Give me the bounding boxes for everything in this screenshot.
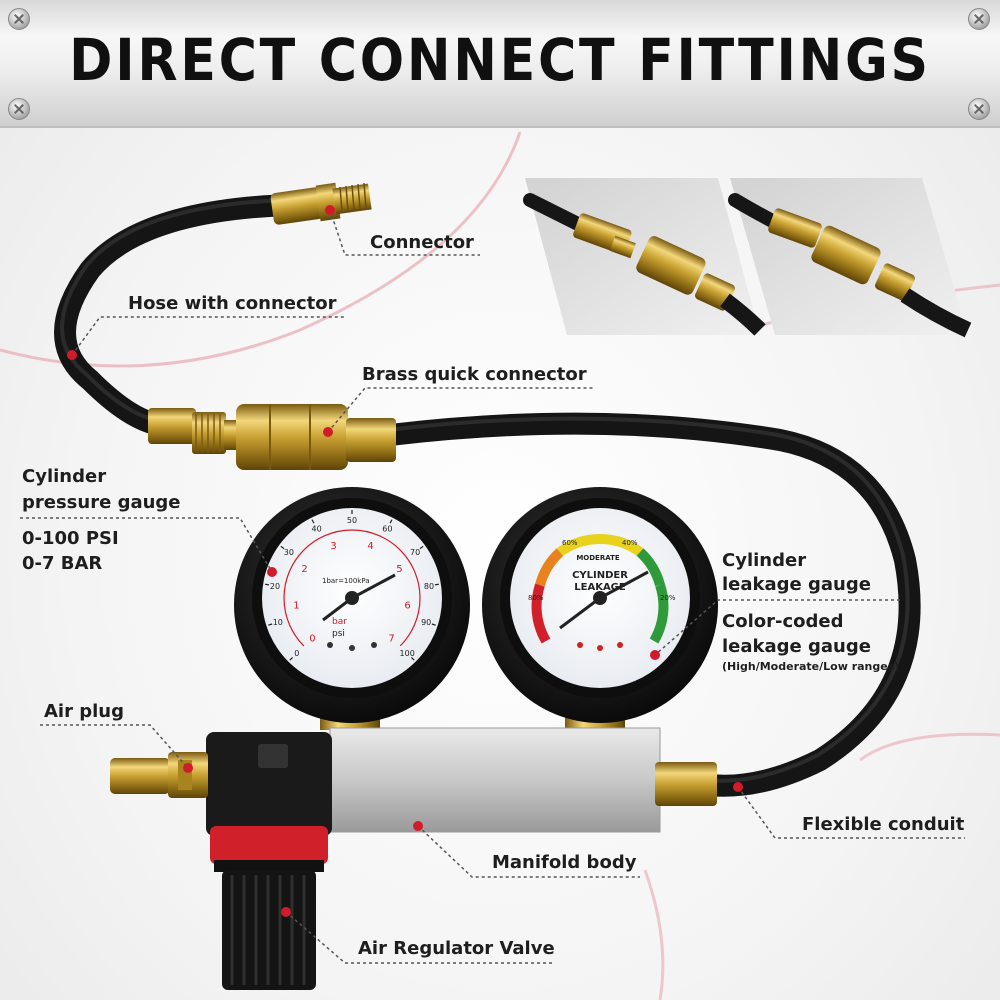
label-air-plug: Air plug bbox=[44, 701, 124, 722]
manifold-body bbox=[329, 727, 661, 833]
psi-unit-label: psi bbox=[332, 629, 345, 639]
pct-40-label: 40% bbox=[622, 539, 638, 547]
screw-icon bbox=[968, 8, 990, 30]
label-psi-range: 0-100 PSI bbox=[22, 528, 119, 549]
pct-80-label: 80% bbox=[528, 594, 544, 602]
bar-tick-label: 2 bbox=[301, 564, 307, 575]
psi-tick-mark bbox=[431, 623, 436, 626]
bar-tick-label: 5 bbox=[396, 564, 402, 575]
psi-tick-mark bbox=[389, 519, 393, 524]
brass-quick-connector bbox=[148, 404, 396, 470]
cylinder-leakage-gauge: CYLINDER LEAKAGE MODERATE 60% 40% 20% 80… bbox=[482, 487, 718, 730]
psi-tick-label: 60 bbox=[382, 525, 392, 534]
leakage-face-line2: LEAKAGE bbox=[574, 582, 626, 593]
label-hose-with-connector: Hose with connector bbox=[128, 293, 337, 314]
label-cylinder-pressure-gauge-2: pressure gauge bbox=[22, 492, 181, 513]
psi-tick-label: 70 bbox=[410, 548, 420, 557]
psi-tick-mark bbox=[434, 583, 440, 586]
psi-tick-mark bbox=[268, 623, 273, 626]
bar-scale-arc bbox=[283, 529, 421, 667]
psi-tick-mark bbox=[289, 656, 294, 661]
psi-tick-label: 90 bbox=[421, 618, 431, 627]
bar-tick-label: 3 bbox=[330, 541, 336, 552]
cylinder-pressure-gauge: 0 10 20 30 40 50 60 70 80 90 100 0 1 2 3 4 5 6 7 bar psi 1… bbox=[234, 487, 470, 730]
psi-tick-label: 0 bbox=[294, 649, 299, 658]
bar-tick-label: 7 bbox=[388, 634, 394, 645]
label-air-regulator-valve: Air Regulator Valve bbox=[358, 938, 555, 959]
hose bbox=[54, 194, 301, 436]
label-brass-quick-connector: Brass quick connector bbox=[362, 364, 587, 385]
zone-moderate-label: MODERATE bbox=[576, 554, 620, 562]
header-banner: DIRECT CONNECT FITTINGS bbox=[0, 0, 1000, 128]
psi-tick-mark bbox=[311, 519, 315, 524]
psi-tick-mark bbox=[419, 545, 424, 550]
psi-tick-label: 50 bbox=[347, 516, 357, 525]
label-connector: Connector bbox=[370, 232, 474, 253]
pct-20-label: 20% bbox=[660, 594, 676, 602]
air-regulator-valve bbox=[206, 732, 332, 990]
inset-photo-connected bbox=[728, 178, 972, 338]
screw-icon bbox=[8, 8, 30, 30]
psi-tick-label: 100 bbox=[400, 649, 415, 658]
bar-tick-label: 1 bbox=[293, 600, 299, 611]
label-cylinder-leakage-gauge-2: leakage gauge bbox=[722, 574, 871, 595]
screw-icon bbox=[8, 98, 30, 120]
psi-tick-mark bbox=[264, 583, 270, 586]
label-color-coded-1: Color-coded bbox=[722, 611, 844, 632]
leakage-face-line1: CYLINDER bbox=[572, 570, 628, 581]
label-flexible-conduit: Flexible conduit bbox=[802, 814, 965, 835]
page-title: DIRECT CONNECT FITTINGS bbox=[69, 26, 931, 94]
inset-photo-disconnected bbox=[523, 178, 766, 336]
psi-tick-label: 30 bbox=[284, 548, 294, 557]
bar-unit-label: bar bbox=[332, 617, 347, 627]
bar-tick-label: 0 bbox=[309, 634, 315, 645]
label-color-coded-note: (High/Moderate/Low ranges) bbox=[722, 660, 900, 673]
psi-tick-label: 40 bbox=[312, 525, 322, 534]
label-bar-range: 0-7 BAR bbox=[22, 553, 103, 574]
connector bbox=[270, 182, 372, 225]
screw-icon bbox=[968, 98, 990, 120]
psi-tick-label: 80 bbox=[424, 582, 434, 591]
psi-tick-label: 20 bbox=[270, 582, 280, 591]
label-cylinder-leakage-gauge-1: Cylinder bbox=[722, 550, 807, 571]
label-manifold-body: Manifold body bbox=[492, 852, 637, 873]
air-plug bbox=[110, 752, 208, 798]
psi-tick-label: 10 bbox=[273, 618, 283, 627]
psi-tick-mark bbox=[280, 545, 285, 550]
conduit-fitting bbox=[655, 762, 717, 806]
label-cylinder-pressure-gauge-1: Cylinder bbox=[22, 466, 107, 487]
bar-tick-label: 6 bbox=[404, 600, 410, 611]
pct-60-label: 60% bbox=[562, 539, 578, 547]
label-color-coded-2: leakage gauge bbox=[722, 636, 871, 657]
bar-tick-label: 4 bbox=[367, 541, 373, 552]
psi-tick-mark bbox=[410, 656, 415, 661]
conversion-label: 1bar=100kPa bbox=[322, 577, 370, 585]
